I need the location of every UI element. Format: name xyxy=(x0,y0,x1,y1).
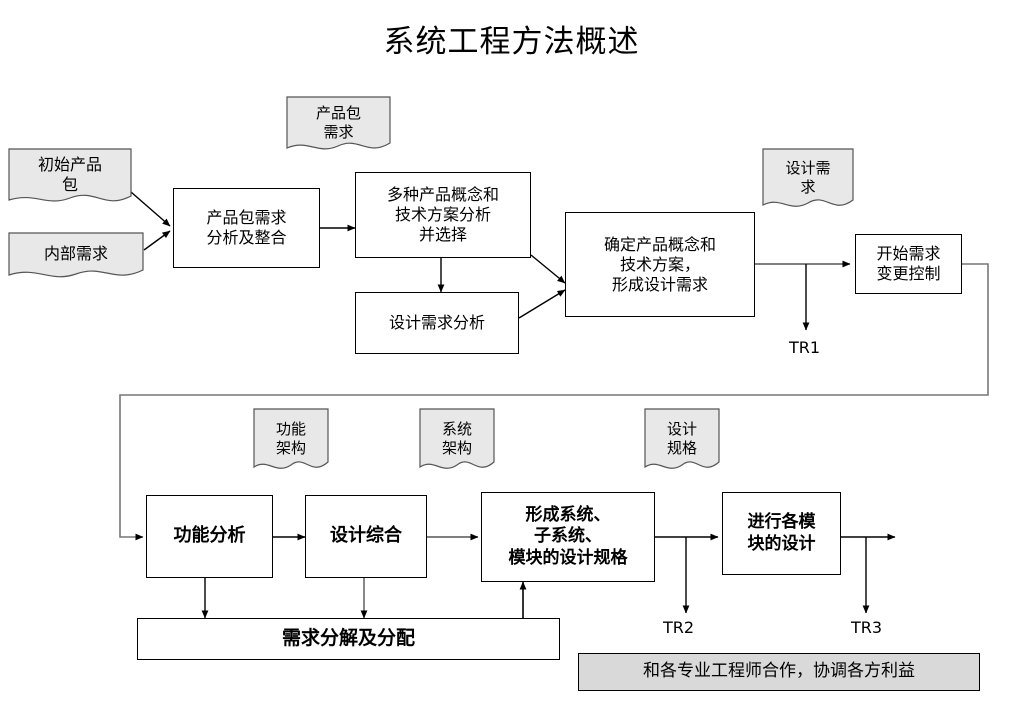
process-box-design-req-analysis[interactable]: 设计需求分析 xyxy=(355,292,519,354)
document-label: 功能架构 xyxy=(275,420,306,457)
document-label: 系统架构 xyxy=(441,420,472,457)
document-system-architecture: 系统架构 xyxy=(419,408,495,478)
document-initial-product-package: 初始产品包 xyxy=(8,148,132,210)
milestone-label-tr1: TR1 xyxy=(789,338,821,357)
process-box-label: 开始需求变更控制 xyxy=(876,244,941,283)
process-box-module-design[interactable]: 进行各模块的设计 xyxy=(722,492,841,575)
process-box-label: 进行各模块的设计 xyxy=(747,512,816,554)
milestone-label-tr3: TR3 xyxy=(851,618,883,637)
process-box-functional-analysis[interactable]: 功能分析 xyxy=(146,495,273,578)
banner-label: 和各专业工程师合作，协调各方利益 xyxy=(643,661,915,682)
document-label: 内部需求 xyxy=(43,244,108,263)
process-box-label: 需求分解及分配 xyxy=(281,627,415,650)
process-box-label: 设计综合 xyxy=(330,525,402,547)
process-box-start-change-control[interactable]: 开始需求变更控制 xyxy=(855,234,962,294)
process-box-confirm-concept[interactable]: 确定产品概念和技术方案，形成设计需求 xyxy=(565,212,755,317)
process-box-form-system-spec[interactable]: 形成系统、子系统、模块的设计规格 xyxy=(481,492,655,582)
document-label: 产品包需求 xyxy=(315,104,361,141)
document-label: 设计规格 xyxy=(666,420,697,457)
document-label: 设计需求 xyxy=(785,159,831,196)
document-functional-architecture: 功能架构 xyxy=(253,408,329,478)
process-box-label: 多种产品概念和技术方案分析并选择 xyxy=(386,185,499,244)
collaboration-banner: 和各专业工程师合作，协调各方利益 xyxy=(578,653,980,691)
process-box-label: 设计需求分析 xyxy=(388,313,485,332)
page-title: 系统工程方法概述 xyxy=(383,24,640,60)
process-box-req-decomposition[interactable]: 需求分解及分配 xyxy=(137,618,560,660)
document-internal-requirements: 内部需求 xyxy=(8,232,144,284)
process-box-label: 确定产品概念和技术方案，形成设计需求 xyxy=(603,234,716,294)
document-product-package-requirements: 产品包需求 xyxy=(286,96,391,158)
document-label: 初始产品包 xyxy=(37,155,102,194)
process-box-ppr-analysis[interactable]: 产品包需求分析及整合 xyxy=(173,188,320,268)
milestone-label-tr2: TR2 xyxy=(663,618,695,637)
process-box-label: 功能分析 xyxy=(173,525,246,547)
process-box-concept-tech-analysis[interactable]: 多种产品概念和技术方案分析并选择 xyxy=(355,172,531,258)
process-box-design-synthesis[interactable]: 设计综合 xyxy=(305,495,427,578)
document-design-requirements: 设计需求 xyxy=(762,148,854,216)
process-box-label: 产品包需求分析及整合 xyxy=(206,208,287,247)
process-box-label: 形成系统、子系统、模块的设计规格 xyxy=(508,505,628,568)
document-design-specification: 设计规格 xyxy=(644,408,720,478)
